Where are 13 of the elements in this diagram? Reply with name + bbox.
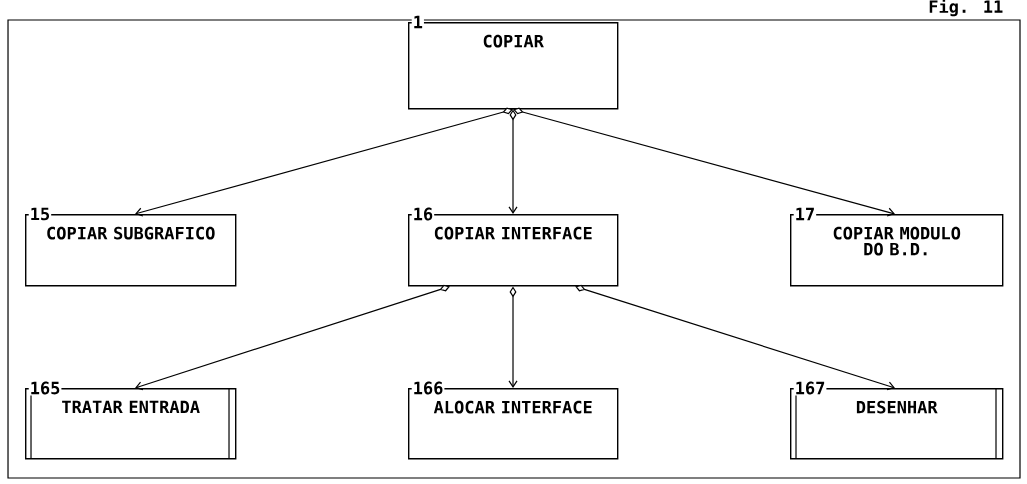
box-number: 16 [411, 206, 435, 222]
arrow [513, 107, 895, 217]
arrow [135, 284, 450, 391]
arrow [508, 109, 518, 214]
box-number: 167 [793, 380, 827, 396]
arrow [575, 284, 895, 391]
box-number: 15 [28, 206, 52, 222]
arrow [508, 286, 518, 388]
box-number: 17 [793, 206, 817, 222]
arrow [135, 107, 513, 217]
box-number: 165 [28, 380, 62, 396]
box-number: 1 [411, 14, 424, 30]
box-number: 166 [411, 380, 445, 396]
